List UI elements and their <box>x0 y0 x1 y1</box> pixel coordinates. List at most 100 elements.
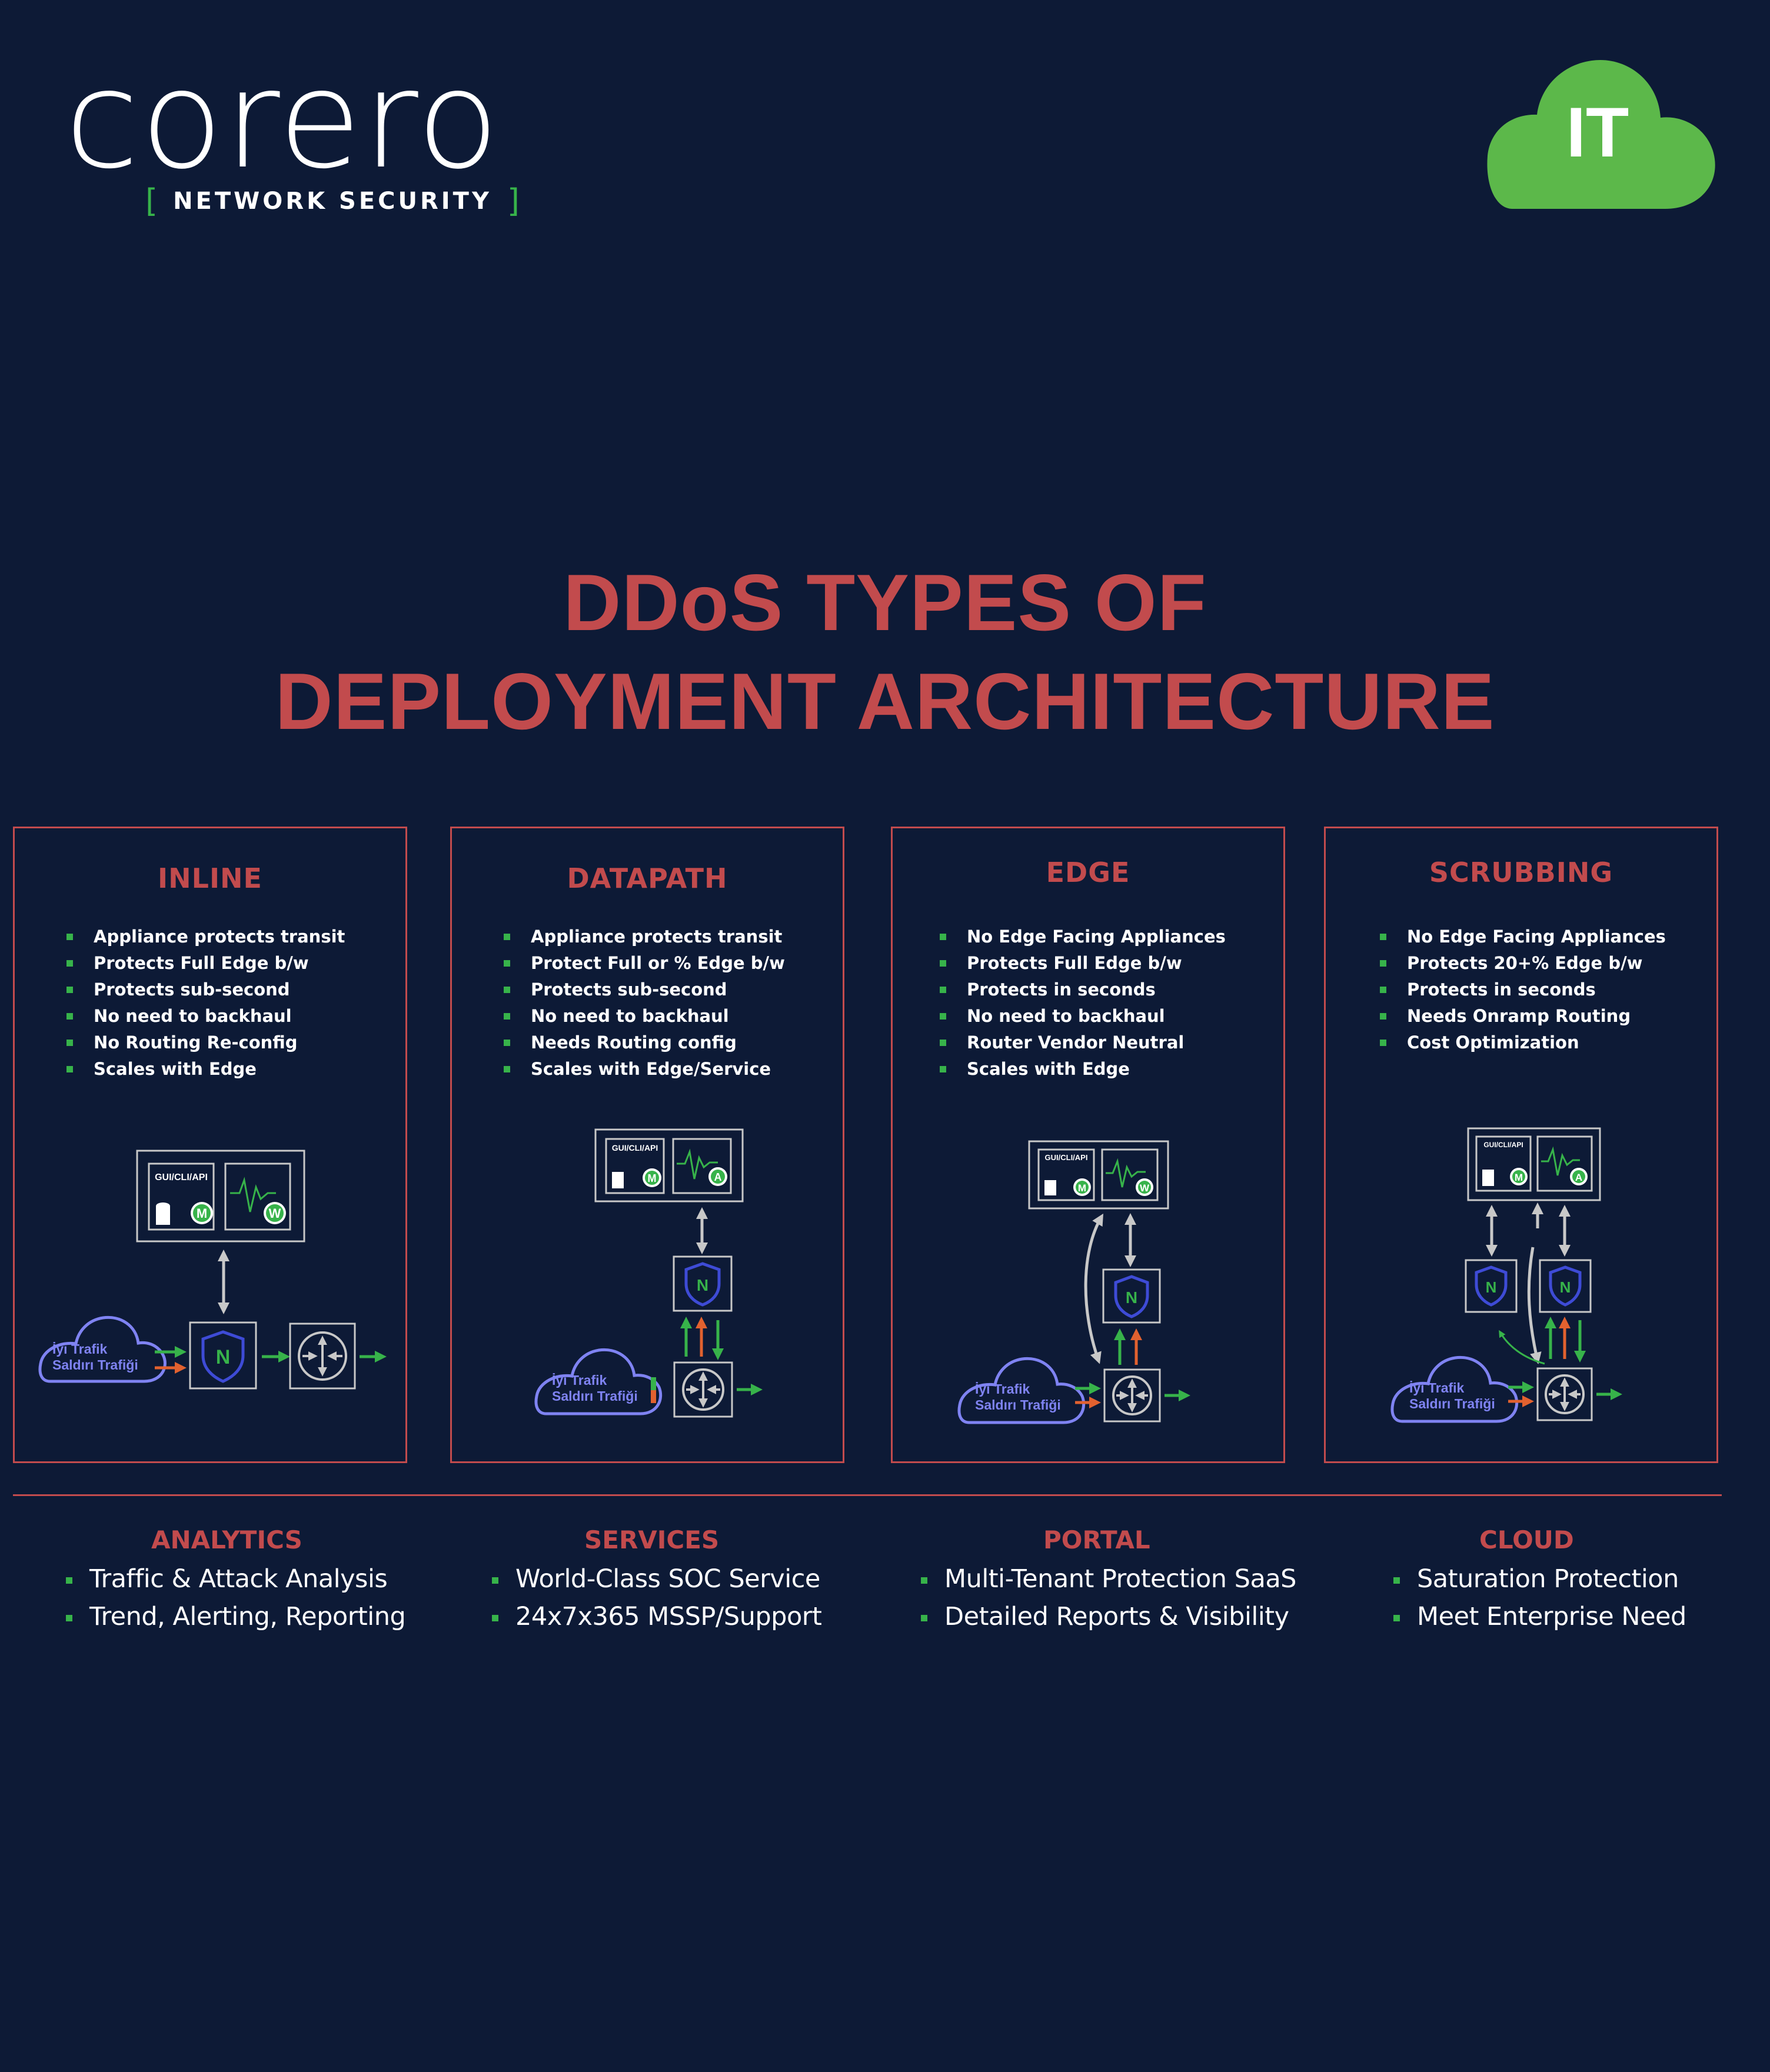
list-item: Detailed Reports & Visibility <box>921 1598 1356 1635</box>
list-item: Needs Routing config <box>504 1030 785 1056</box>
title-line-2: DEPLOYMENT ARCHITECTURE <box>275 657 1495 746</box>
panel-datapath: DATAPATH Appliance protects transit Prot… <box>450 827 844 1463</box>
svg-text:İyi Trafik: İyi Trafik <box>1409 1380 1465 1395</box>
list-item: Protects Full Edge b/w <box>940 950 1226 977</box>
page-title: DDoS TYPES OF DEPLOYMENT ARCHITECTURE <box>0 553 1770 751</box>
n-shield-appliance: N <box>189 1321 257 1390</box>
console-label: GUI/CLI/API <box>155 1172 208 1182</box>
shield-icon <box>1549 1265 1582 1307</box>
database-icon <box>612 1172 624 1188</box>
panel-title: DATAPATH <box>567 862 728 894</box>
corero-logo: corero [ NETWORK SECURITY ] <box>65 53 535 224</box>
svg-text:N: N <box>1486 1278 1497 1296</box>
title-line-1: DDoS TYPES OF <box>563 558 1207 647</box>
list-item: World-Class SOC Service <box>492 1560 927 1598</box>
console-label: GUI/CLI/API <box>1483 1141 1523 1149</box>
feature-list: No Edge Facing Appliances Protects 20+% … <box>1380 924 1666 1056</box>
list-item: Protects sub-second <box>66 977 345 1003</box>
list-item: Router Vendor Neutral <box>940 1030 1226 1056</box>
service-title: SERVICES <box>584 1525 720 1554</box>
list-item: Scales with Edge <box>940 1056 1226 1082</box>
svg-text:A: A <box>714 1171 722 1183</box>
svg-text:N: N <box>697 1276 708 1294</box>
waveform-icon <box>1106 1158 1146 1188</box>
datapath-diagram: GUI/CLI/API M A N İyi Trafik Saldırı Tra… <box>534 1128 763 1418</box>
svg-text:W: W <box>1140 1182 1150 1194</box>
feature-list: Appliance protects transit Protects Full… <box>66 924 345 1082</box>
service-title: ANALYTICS <box>151 1525 302 1554</box>
traffic-cloud: İyi Trafik Saldırı Trafiği <box>38 1315 167 1383</box>
management-console: GUI/CLI/API M A <box>594 1128 744 1202</box>
list-item: Appliance protects transit <box>504 924 785 950</box>
service-cloud: CLOUD Saturation Protection Meet Enterpr… <box>1393 1524 1770 1635</box>
n-shield-appliance: N <box>1102 1268 1161 1324</box>
waveform-icon <box>230 1177 276 1212</box>
router-icon <box>1536 1367 1593 1421</box>
list-item: Appliance protects transit <box>66 924 345 950</box>
panel-title: INLINE <box>158 862 262 894</box>
list-item: Multi-Tenant Protection SaaS <box>921 1560 1356 1598</box>
service-list: Multi-Tenant Protection SaaS Detailed Re… <box>921 1560 1356 1635</box>
logo-wordmark: corero <box>65 42 501 199</box>
panel-title: EDGE <box>1046 857 1130 888</box>
database-icon <box>156 1202 170 1225</box>
list-item: 24x7x365 MSSP/Support <box>492 1598 927 1635</box>
database-icon <box>1482 1170 1494 1186</box>
list-item: Scales with Edge/Service <box>504 1056 785 1082</box>
service-analytics: ANALYTICS Traffic & Attack Analysis Tren… <box>66 1524 501 1635</box>
service-services: SERVICES World-Class SOC Service 24x7x36… <box>492 1524 927 1635</box>
traffic-cloud: İyi Trafik Saldırı Trafiği <box>957 1357 1086 1424</box>
list-item: Saturation Protection <box>1393 1560 1770 1598</box>
svg-text:N: N <box>1560 1278 1571 1296</box>
service-list: Traffic & Attack Analysis Trend, Alertin… <box>66 1560 501 1635</box>
svg-text:İyi Trafik: İyi Trafik <box>552 1373 607 1388</box>
list-item: Protect Full or % Edge b/w <box>504 950 785 977</box>
n-shield-appliance-left: N <box>1465 1259 1518 1313</box>
router-icon <box>673 1361 733 1418</box>
svg-text:N: N <box>1126 1288 1137 1307</box>
svg-text:İyi Trafik: İyi Trafik <box>52 1341 108 1357</box>
list-item: No need to backhaul <box>940 1003 1226 1030</box>
shield-icon <box>1475 1265 1508 1307</box>
svg-text:Saldırı Trafiği: Saldırı Trafiği <box>975 1397 1061 1413</box>
it-badge-label: IT <box>1566 93 1629 172</box>
service-portal: PORTAL Multi-Tenant Protection SaaS Deta… <box>921 1524 1356 1635</box>
svg-text:Saldırı Trafiği: Saldırı Trafiği <box>552 1388 638 1404</box>
traffic-cloud: İyi Trafik Saldırı Trafiği <box>1390 1355 1519 1423</box>
svg-text:İyi Trafik: İyi Trafik <box>975 1381 1030 1397</box>
console-label: GUI/CLI/API <box>612 1143 658 1152</box>
router-icon <box>289 1323 356 1390</box>
router-icon <box>1103 1368 1161 1423</box>
shield-icon <box>1114 1275 1149 1318</box>
management-console: GUI/CLI/API M A <box>1467 1127 1601 1201</box>
list-item: Protects 20+% Edge b/w <box>1380 950 1666 977</box>
panel-title: SCRUBBING <box>1429 857 1613 888</box>
svg-text:N: N <box>216 1346 231 1368</box>
svg-text:W: W <box>269 1206 281 1221</box>
it-cloud-badge: IT <box>1471 32 1724 215</box>
scrubbing-diagram: GUI/CLI/API M A N N <box>1390 1127 1622 1423</box>
shield-icon <box>201 1330 245 1383</box>
shield-icon <box>684 1262 721 1307</box>
waveform-icon <box>677 1148 718 1180</box>
management-console: GUI/CLI/API M W <box>136 1150 305 1242</box>
list-item: Traffic & Attack Analysis <box>66 1560 501 1598</box>
edge-diagram: GUI/CLI/API M W N İyi Trafik Saldırı Tra… <box>957 1140 1190 1424</box>
management-console: GUI/CLI/API M W <box>1028 1140 1169 1210</box>
service-list: World-Class SOC Service 24x7x365 MSSP/Su… <box>492 1560 927 1635</box>
svg-text:M: M <box>648 1172 657 1184</box>
list-item: No need to backhaul <box>66 1003 345 1030</box>
panel-inline: INLINE Appliance protects transit Protec… <box>13 827 407 1463</box>
logo-tagline: [ NETWORK SECURITY ] <box>145 182 520 219</box>
list-item: No Edge Facing Appliances <box>1380 924 1666 950</box>
database-icon <box>1044 1180 1056 1195</box>
n-shield-appliance: N <box>673 1255 733 1312</box>
list-item: Protects in seconds <box>1380 977 1666 1003</box>
list-item: No Routing Re-config <box>66 1030 345 1056</box>
svg-text:M: M <box>1078 1182 1086 1194</box>
list-item: Cost Optimization <box>1380 1030 1666 1056</box>
svg-text:M: M <box>197 1206 207 1221</box>
feature-list: Appliance protects transit Protect Full … <box>504 924 785 1082</box>
svg-text:M: M <box>1515 1172 1523 1183</box>
service-list: Saturation Protection Meet Enterprise Ne… <box>1393 1560 1770 1635</box>
